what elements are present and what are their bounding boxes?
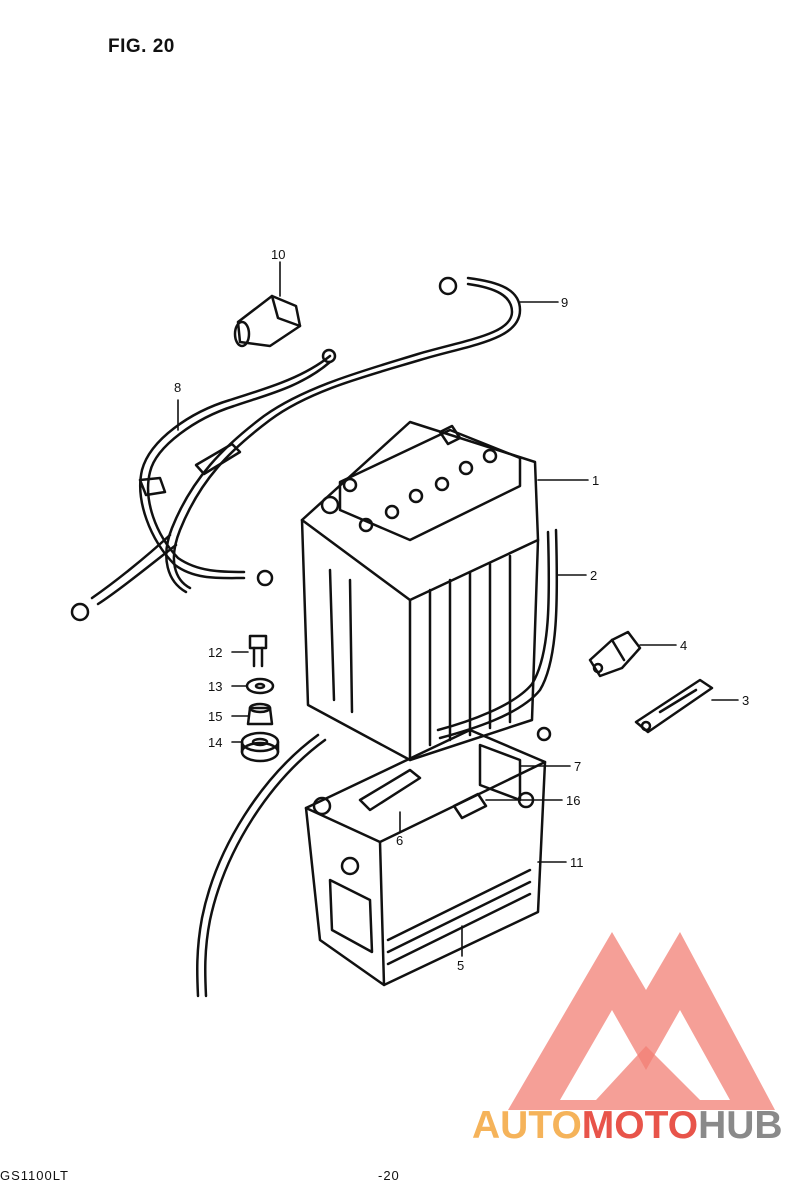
leader-lines [177, 261, 739, 957]
bracket-part-3 [634, 678, 714, 734]
callout-14: 14 [208, 735, 222, 750]
negative-cable-part-8 [70, 348, 337, 622]
terminal-cover-part-10 [233, 294, 302, 348]
callout-15: 15 [208, 709, 222, 724]
nut-part-15 [246, 702, 274, 726]
footer-model: GS1100LT [0, 1168, 69, 1183]
cushion-part-16 [452, 792, 488, 820]
breather-tube-part-2 [196, 528, 559, 998]
positive-cable-part-9 [165, 276, 522, 594]
watermark-moto: MOTO [582, 1104, 698, 1147]
watermark-auto: AUTO [472, 1104, 582, 1147]
callout-12: 12 [208, 645, 222, 660]
footer-page-number: -20 [378, 1168, 400, 1183]
callout-7: 7 [574, 759, 581, 774]
callout-5: 5 [457, 958, 464, 973]
washer-part-13 [245, 677, 275, 695]
bolt-part-12 [248, 634, 268, 668]
callout-8: 8 [174, 380, 181, 395]
callout-16: 16 [566, 793, 580, 808]
battery-case-part-11 [304, 726, 552, 987]
figure-title: FIG. 20 [108, 36, 175, 57]
callout-10: 10 [271, 247, 285, 262]
watermark-logo: AUTOMOTOHUB [472, 932, 783, 1147]
callout-11: 11 [570, 855, 584, 870]
callout-4: 4 [680, 638, 687, 653]
callout-3: 3 [742, 693, 749, 708]
cushion-part-6 [358, 768, 422, 812]
cushion-part-14 [240, 731, 280, 763]
svg-text:AUTOMOTOHUB: AUTOMOTOHUB [472, 1104, 783, 1147]
callout-6: 6 [396, 833, 403, 848]
callout-1: 1 [592, 473, 599, 488]
battery-part-1 [300, 420, 540, 762]
callout-2: 2 [590, 568, 597, 583]
callout-13: 13 [208, 679, 222, 694]
watermark-hub: HUB [698, 1104, 783, 1147]
callout-9: 9 [561, 295, 568, 310]
clamp-part-4 [588, 630, 642, 678]
